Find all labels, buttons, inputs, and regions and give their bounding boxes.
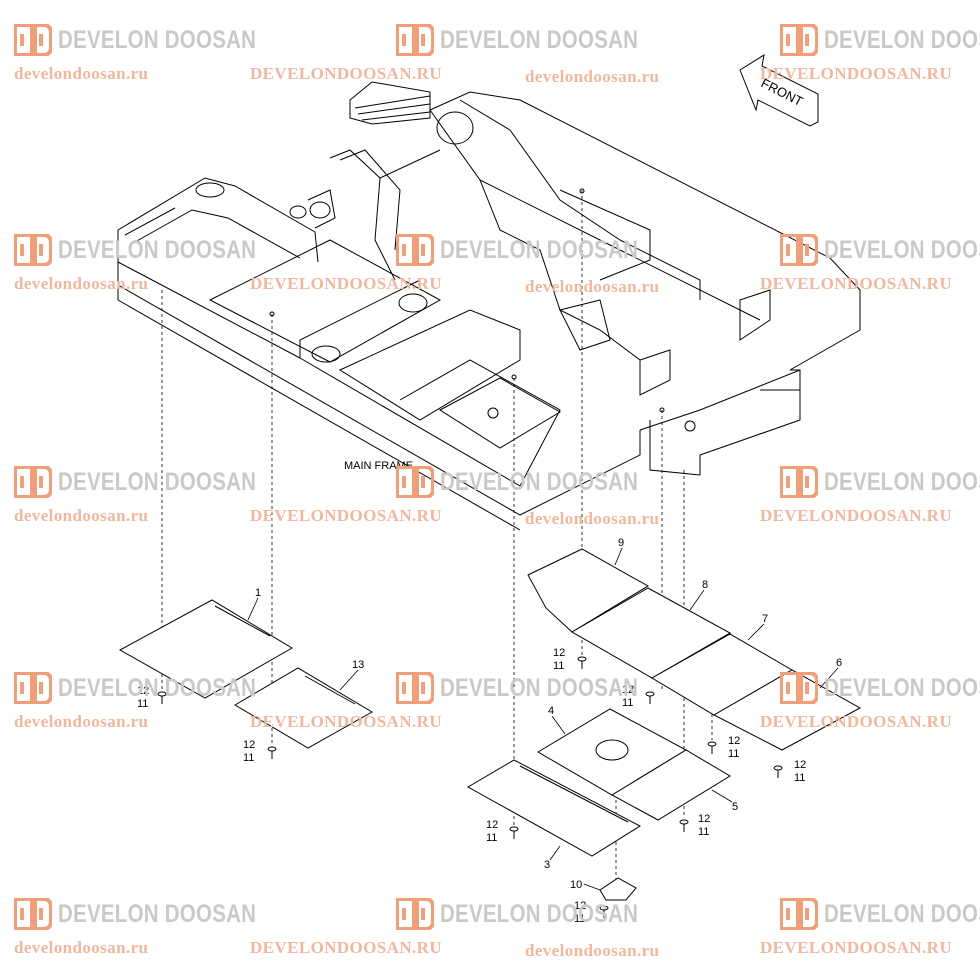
callout-11: 11 <box>622 697 633 709</box>
front-arrow-icon: FRONT <box>739 53 819 127</box>
callout-9: 9 <box>618 537 624 549</box>
callout-12: 12 <box>486 819 498 831</box>
callout-11: 11 <box>137 698 148 710</box>
callout-12: 12 <box>794 759 806 771</box>
cover-5 <box>610 749 731 821</box>
callout-4: 4 <box>548 705 554 717</box>
leader-lines <box>247 547 839 891</box>
main-frame-drawing <box>117 81 861 531</box>
cover-13 <box>234 667 373 749</box>
callout-12: 12 <box>243 739 255 751</box>
callout-12: 12 <box>698 813 710 825</box>
callout-12: 12 <box>728 735 740 747</box>
callout-11: 11 <box>243 752 254 764</box>
callout-5: 5 <box>732 801 738 813</box>
under-covers <box>118 548 862 901</box>
callout-11: 11 <box>728 748 739 760</box>
main-frame-label: MAIN FRAME <box>344 460 413 472</box>
callout-12: 12 <box>553 647 565 659</box>
callout-12: 12 <box>622 684 634 696</box>
cover-10 <box>599 877 637 901</box>
cover-9 <box>527 548 649 633</box>
callout-8: 8 <box>702 579 708 591</box>
callout-13: 13 <box>352 659 364 671</box>
cover-1 <box>118 599 293 699</box>
callout-3: 3 <box>544 859 550 871</box>
callout-12: 12 <box>574 900 586 912</box>
callout-12: 12 <box>137 685 149 697</box>
callout-11: 11 <box>553 660 564 672</box>
callout-1: 1 <box>255 587 261 599</box>
callout-11: 11 <box>486 832 497 844</box>
callout-7: 7 <box>762 613 768 625</box>
callout-6: 6 <box>836 657 842 669</box>
cover-3 <box>466 759 642 857</box>
callout-11: 11 <box>794 772 805 784</box>
callout-11: 11 <box>574 913 585 925</box>
callout-11: 11 <box>698 826 709 838</box>
callout-labels: 1 13 9 8 7 6 4 5 3 10 12 11 12 11 12 11 … <box>137 460 842 925</box>
cover-6 <box>712 669 862 751</box>
cover-8 <box>570 587 732 679</box>
callout-10: 10 <box>570 879 582 891</box>
bolts <box>157 656 783 918</box>
